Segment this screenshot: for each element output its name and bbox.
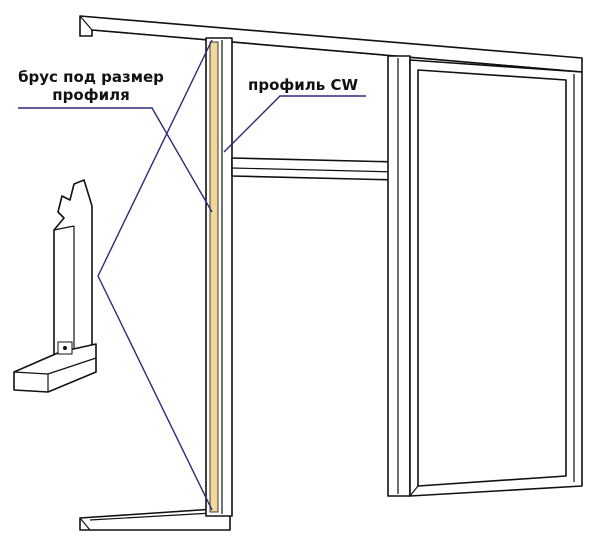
right-frame bbox=[409, 59, 583, 497]
left-stud-with-timber bbox=[205, 37, 233, 517]
door-right-stud bbox=[387, 55, 411, 497]
timber-beam-label-line1: брус под размер bbox=[18, 68, 164, 86]
top-guide-rail bbox=[79, 15, 583, 73]
stud-detail-inset bbox=[13, 179, 97, 393]
leader-lines bbox=[18, 39, 366, 511]
timber-beam-label: брус под размер профиля bbox=[6, 68, 176, 104]
timber-beam-label-line2: профиля bbox=[52, 86, 130, 104]
timber-beam bbox=[209, 41, 219, 513]
door-header-profile bbox=[231, 157, 399, 181]
cw-profile-label: профиль CW bbox=[248, 76, 359, 94]
